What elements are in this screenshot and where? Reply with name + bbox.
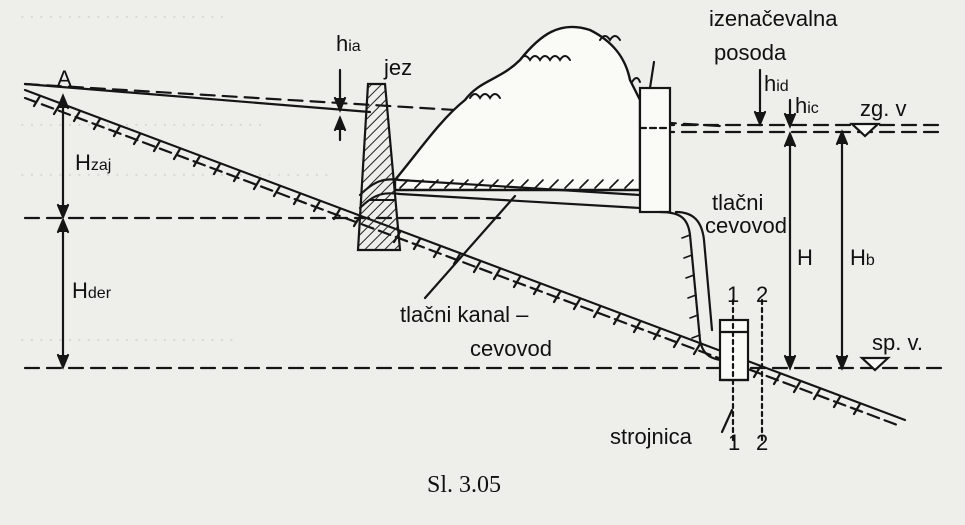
- label-sp-v: sp. v.: [872, 330, 923, 355]
- label-h-ia: hia: [336, 31, 361, 56]
- label-h-der: Hder: [72, 278, 112, 303]
- figure-caption: Sl. 3.05: [427, 472, 502, 498]
- label-h-ic: hic: [795, 93, 819, 118]
- label-point-a: A: [57, 66, 72, 91]
- label-kanal-cevovod: cevovod: [470, 336, 552, 361]
- label-h-zaj: Hzaj: [75, 150, 112, 175]
- label-h-id: hid: [764, 71, 789, 96]
- penstock: [658, 210, 722, 362]
- label-section-2-bottom: 2: [756, 430, 769, 455]
- label-zg-v: zg. v: [860, 96, 907, 121]
- sp-v-marker: [859, 356, 891, 372]
- label-H: H: [797, 245, 813, 270]
- surge-tank: [638, 86, 672, 214]
- label-jez: jez: [384, 55, 413, 80]
- label-tlacni-kanal: tlačni kanal –: [400, 302, 529, 327]
- label-tlacni: tlačni: [712, 190, 764, 215]
- label-section-2-top: 2: [756, 282, 769, 307]
- label-izenacevalna: izenačevalna: [709, 6, 838, 31]
- label-h-b: Hb: [850, 245, 875, 270]
- label-strojnica: strojnica: [610, 424, 692, 449]
- label-section-1-top: 1: [727, 282, 740, 307]
- terrain-slope: [23, 88, 907, 422]
- label-posoda: posoda: [714, 40, 787, 65]
- dam-jez: [356, 82, 402, 252]
- label-cevovod: cevovod: [705, 213, 787, 238]
- label-section-1-bottom: 1: [728, 430, 741, 455]
- zg-v-marker: [849, 122, 881, 138]
